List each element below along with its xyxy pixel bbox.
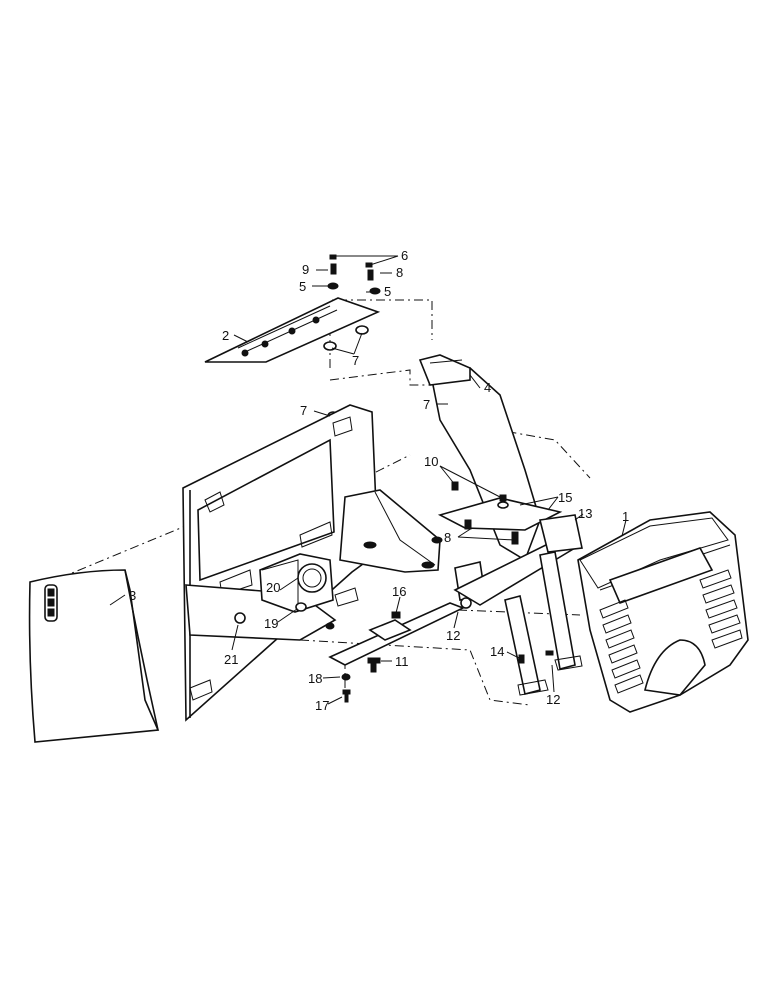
callout-labels: 1 2 3 4 5 5 6 7 7 7 8 8 9 10 11 12 12 13… [129, 248, 629, 713]
callout-12-left: 12 [446, 628, 460, 643]
callout-6: 6 [401, 248, 408, 263]
part-13-cross-frame [453, 514, 583, 696]
callout-5-right: 5 [384, 284, 391, 299]
callout-2: 2 [222, 328, 229, 343]
callout-14: 14 [490, 644, 504, 659]
callout-7-left: 7 [300, 403, 307, 418]
callout-5-left: 5 [299, 279, 306, 294]
callout-10: 10 [424, 454, 438, 469]
callout-9: 9 [302, 262, 309, 277]
part-16-bracket [328, 602, 466, 666]
callout-21: 21 [224, 652, 238, 667]
callout-17: 17 [315, 698, 329, 713]
callout-3: 3 [129, 588, 136, 603]
callout-13: 13 [578, 506, 592, 521]
leader-lines [109, 255, 627, 705]
part-1-front-grille [577, 511, 749, 713]
callout-8-top: 8 [396, 265, 403, 280]
callout-20: 20 [266, 580, 280, 595]
callout-12-right: 12 [546, 692, 560, 707]
callout-15: 15 [558, 490, 572, 505]
callout-7-top: 7 [352, 353, 359, 368]
callout-4: 4 [484, 380, 491, 395]
callout-18: 18 [308, 671, 322, 686]
callout-8-lower: 8 [444, 530, 451, 545]
part-3-curved-panel [28, 569, 160, 743]
inner-shelf-assembly [185, 489, 443, 641]
callout-11: 11 [395, 654, 409, 669]
callout-19: 19 [264, 616, 278, 631]
hardware-bottom [341, 657, 381, 703]
callout-1: 1 [622, 509, 629, 524]
part-2-top-plate [204, 297, 381, 363]
callout-16: 16 [392, 584, 406, 599]
callout-7-right: 7 [423, 397, 430, 412]
